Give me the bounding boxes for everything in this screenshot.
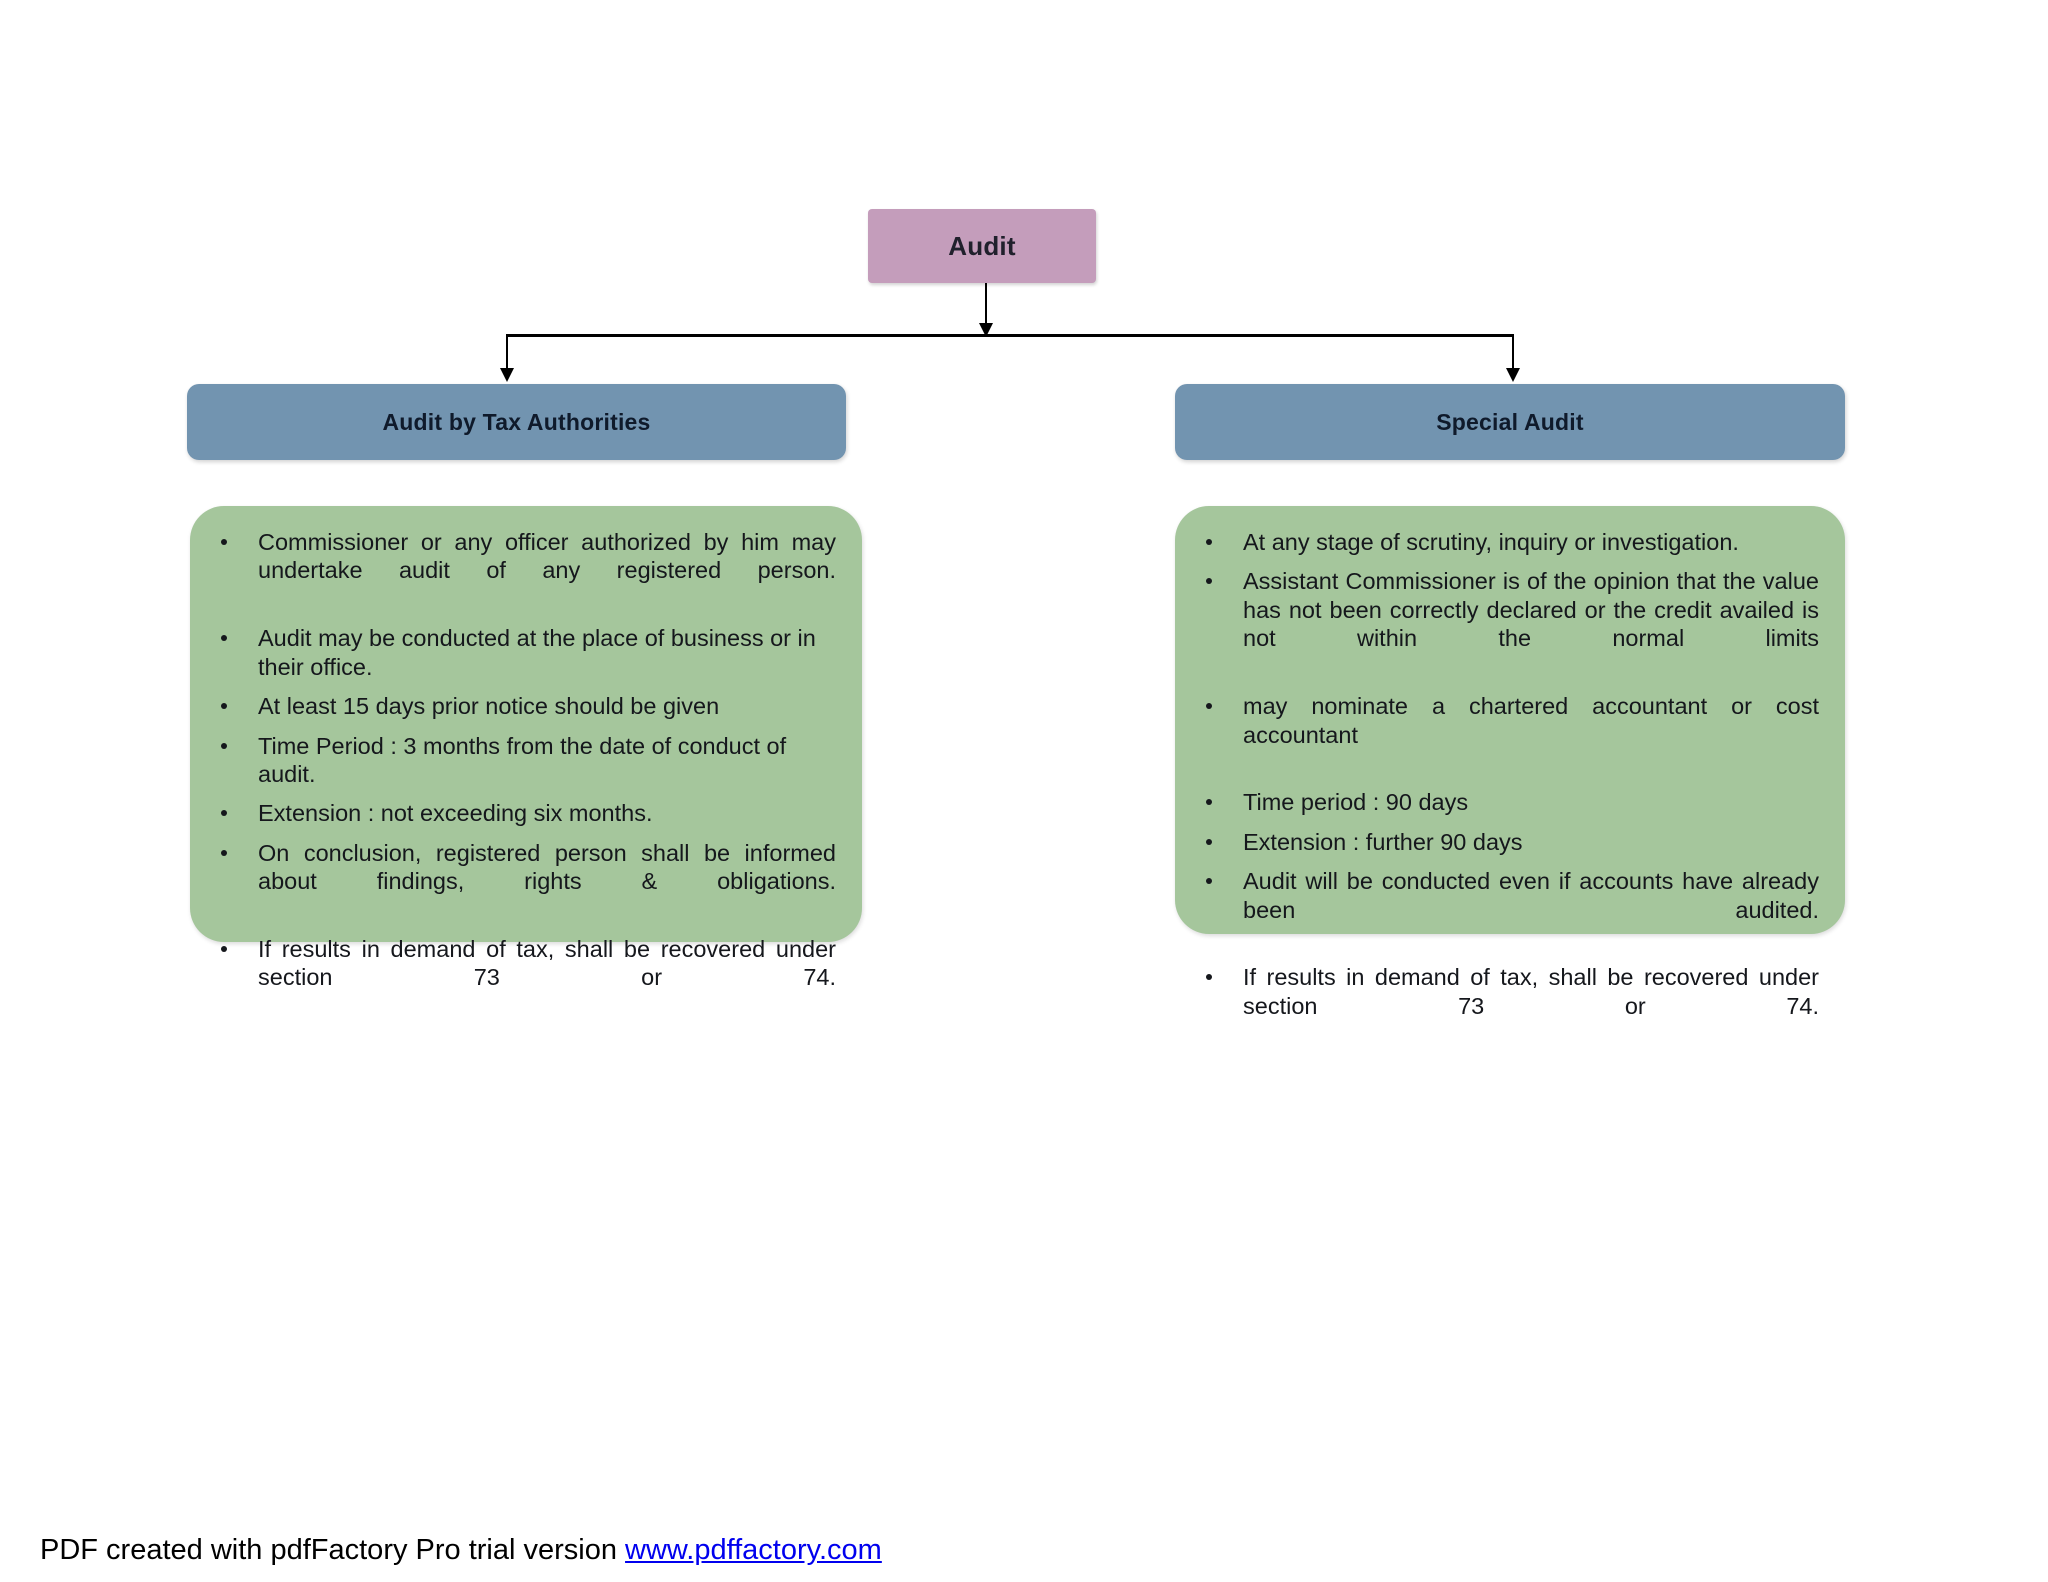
list-item-text: Extension : further 90 days [1243, 828, 1523, 855]
node-audit-root-label: Audit [948, 230, 1016, 261]
arrow-down-icon-stem [979, 323, 993, 337]
pdf-footer-watermark: PDF created with pdfFactory Pro trial ve… [40, 1534, 882, 1567]
list-item-text: Assistant Commissioner is of the opinion… [1243, 568, 1819, 652]
connector-drop-left [506, 334, 508, 376]
bullet-dot-icon [1206, 974, 1212, 981]
bullet-dot-icon [1206, 838, 1212, 845]
list-item: At any stage of scrutiny, inquiry or inv… [1197, 528, 1819, 556]
list-item-text: If results in demand of tax, shall be re… [258, 936, 836, 991]
bullet-dot-icon [221, 703, 227, 710]
list-item-text: Time Period : 3 months from the date of … [258, 732, 787, 787]
bullet-dot-icon [221, 946, 227, 953]
arrow-down-icon-left [500, 368, 514, 382]
list-item-text: Audit may be conducted at the place of b… [258, 625, 816, 680]
node-audit-root: Audit [868, 209, 1096, 283]
list-item: Extension : not exceeding six months. [212, 799, 836, 827]
connector-stem [985, 283, 987, 335]
list-item-text: If results in demand of tax, shall be re… [1243, 964, 1819, 1019]
list-item: Time period : 90 days [1197, 788, 1819, 816]
connector-drop-right [1512, 334, 1514, 376]
arrow-down-icon-right [1506, 368, 1520, 382]
list-item: may nominate a chartered accountant or c… [1197, 692, 1819, 777]
bullet-list-left: Commissioner or any officer authorized b… [212, 528, 836, 1020]
list-item: If results in demand of tax, shall be re… [1197, 963, 1819, 1048]
bullet-dot-icon [221, 742, 227, 749]
list-item: Assistant Commissioner is of the opinion… [1197, 567, 1819, 681]
bullet-dot-icon [221, 635, 227, 642]
list-item: Audit may be conducted at the place of b… [212, 624, 836, 681]
list-item-text: may nominate a chartered accountant or c… [1243, 693, 1819, 748]
bullet-dot-icon [221, 849, 227, 856]
pdffactory-link[interactable]: www.pdffactory.com [625, 1534, 882, 1566]
detail-box-special-audit: At any stage of scrutiny, inquiry or inv… [1175, 506, 1845, 1019]
bullet-dot-icon [1206, 799, 1212, 806]
list-item: If results in demand of tax, shall be re… [212, 935, 836, 1020]
list-item: On conclusion, registered person shall b… [212, 839, 836, 924]
list-item-text: Audit will be conducted even if accounts… [1243, 868, 1819, 923]
bullet-dot-icon [1206, 539, 1212, 545]
list-item: Audit will be conducted even if accounts… [1197, 867, 1819, 952]
bullet-dot-icon [1206, 578, 1212, 585]
list-item: Extension : further 90 days [1197, 828, 1819, 856]
node-audit-by-tax-authorities: Audit by Tax Authorities [187, 384, 846, 460]
list-item-text: Commissioner or any officer authorized b… [258, 529, 836, 584]
node-special-audit: Special Audit [1175, 384, 1845, 460]
connector-horizontal-bar [506, 334, 1514, 337]
list-item-text: Extension : not exceeding six months. [258, 800, 653, 827]
bullet-dot-icon [1206, 703, 1212, 710]
list-item: Time Period : 3 months from the date of … [212, 732, 836, 789]
bullet-list-right: At any stage of scrutiny, inquiry or inv… [1197, 528, 1819, 1049]
list-item: Commissioner or any officer authorized b… [212, 528, 836, 613]
list-item-text: On conclusion, registered person shall b… [258, 839, 836, 895]
list-item-text: At any stage of scrutiny, inquiry or inv… [1243, 529, 1739, 555]
bullet-dot-icon [221, 539, 227, 545]
node-special-audit-label: Special Audit [1436, 408, 1584, 435]
bullet-dot-icon [1206, 878, 1212, 885]
list-item-text: At least 15 days prior notice should be … [258, 693, 720, 720]
pdf-footer-text: PDF created with pdfFactory Pro trial ve… [40, 1534, 626, 1566]
bullet-dot-icon [221, 810, 227, 817]
list-item-text: Time period : 90 days [1243, 789, 1469, 816]
list-item: At least 15 days prior notice should be … [212, 692, 836, 720]
detail-box-audit-by-tax-authorities: Commissioner or any officer authorized b… [190, 506, 862, 990]
node-audit-by-tax-authorities-label: Audit by Tax Authorities [382, 408, 651, 435]
